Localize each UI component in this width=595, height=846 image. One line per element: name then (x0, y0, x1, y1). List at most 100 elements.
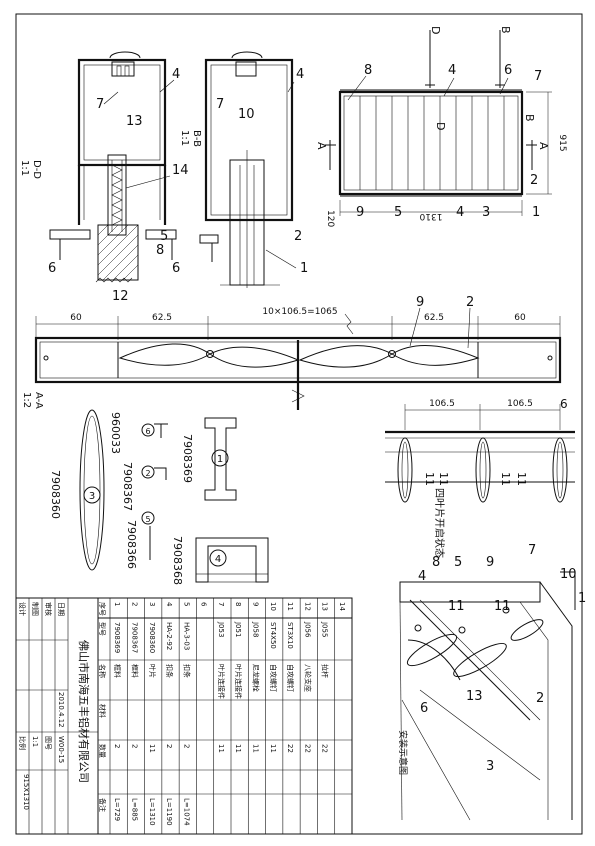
bom-cell-rem: L=1190 (165, 798, 173, 826)
bom-cell-n: 4 (165, 602, 173, 607)
bom-h-1: 型号 (98, 622, 107, 636)
bom-cell-code: J056 (303, 621, 311, 638)
tb-row-0-k: 设计 (18, 602, 27, 616)
dim-total: 10×106.5=1065 (262, 307, 337, 317)
dim-pitch-1: 106.5 (429, 399, 455, 409)
elevation-view: 1310 915 120 A A D D B B 8 4 6 7 2 1 9 5… (315, 26, 567, 227)
bom-cell-name: 自攻螺钉 (286, 664, 295, 692)
profile-details: 3 7908360 6 960033 2 7908367 5 7908366 1… (49, 409, 269, 585)
callout-4d: 4 (456, 205, 464, 220)
bom-cell-code: ST3X10 (286, 622, 294, 649)
svg-text:B: B (523, 114, 536, 122)
bom-cell-qty: 2 (182, 744, 190, 748)
profile-code-6: 960033 (109, 412, 122, 454)
callout-3a: 3 (482, 205, 490, 220)
bom-cell-code: ST4X50 (269, 622, 277, 649)
profile-code-2: 7908367 (121, 462, 134, 511)
bom-h-0: 序号 (98, 602, 107, 616)
installation-isometric: 4 8 5 9 7 10 1 11 11 6 13 2 3 安装示意图 (397, 543, 586, 821)
bom-cell-code: J053 (217, 621, 225, 637)
callout-11f: 11 (494, 599, 511, 614)
callout-1a: 1 (300, 261, 308, 276)
callout-12: 12 (112, 289, 129, 304)
callout-7d: 7 (528, 543, 536, 558)
bom-cell-qty: 22 (303, 744, 311, 753)
tb-row-3-v: 2010.4.12 (57, 692, 65, 728)
section-b-scale: 1:1 (179, 130, 190, 146)
callout-7b: 7 (216, 97, 224, 112)
dim-120: 120 (325, 210, 335, 227)
callout-13: 13 (126, 114, 143, 129)
bom-cell-qty: 11 (148, 744, 156, 753)
svg-text:3: 3 (89, 491, 95, 502)
bom-cell-name: 框料 (113, 664, 122, 678)
bom-cell-n: 8 (234, 602, 242, 606)
bom-cell-n: 9 (251, 602, 259, 606)
bom-cell-name: 自攻螺钉 (269, 664, 278, 692)
tb-row-3-k: 日期 (57, 602, 65, 616)
svg-text:B: B (499, 26, 512, 34)
callout-4b: 4 (296, 67, 304, 82)
svg-text:2: 2 (145, 469, 150, 478)
callout-2a: 2 (294, 229, 302, 244)
section-d-scale: 1:1 (19, 160, 30, 176)
bom-cell-rem: L=885 (130, 798, 138, 821)
callout-2b: 2 (530, 173, 538, 188)
svg-text:D: D (429, 26, 442, 34)
bom-cell-n: 7 (217, 602, 225, 606)
callout-11d: 11 (515, 472, 528, 486)
bom-cell-name: 扣条 (165, 664, 174, 678)
bom-cell-name: 拉杆 (321, 664, 330, 678)
bom-cell-code: 7908360 (148, 622, 156, 653)
bom-cell-code: HA-2-92 (165, 622, 173, 650)
callout-5a: 5 (160, 229, 168, 244)
profile-code-5: 7908366 (125, 520, 138, 569)
callout-4e: 4 (418, 569, 426, 584)
profile-code-3: 7908360 (49, 470, 62, 519)
title-block-bom: 设计 制图 审核 日期 2010.4.12 比例 1:1 图号 W00-15 9… (15, 597, 353, 835)
bom-cell-n: 1 (113, 602, 121, 606)
tb-col-2: 图号 (44, 736, 52, 750)
svg-text:6: 6 (145, 427, 150, 436)
svg-text:A: A (315, 142, 328, 150)
tb-row-2-k: 审核 (44, 602, 53, 616)
profile-code-1: 7908369 (181, 434, 194, 483)
callout-8b: 8 (364, 63, 372, 78)
bom-cell-code: 7908369 (113, 622, 121, 653)
open-state-note: 四叶片开启状态 (433, 488, 446, 558)
tb-col-0: 比例 (18, 736, 27, 750)
tb-size: 915X1310 (22, 774, 30, 810)
bom-cell-name: 框料 (130, 664, 139, 678)
bom-cell-qty: 11 (251, 744, 259, 753)
bom-cell-code: J058 (251, 621, 259, 637)
frame-profile-1 (204, 417, 237, 501)
bom-cell-n: 6 (200, 602, 208, 607)
dim-60-left: 60 (70, 313, 82, 323)
callout-4a: 4 (172, 67, 180, 82)
callout-6b: 6 (48, 261, 56, 276)
bom-cell-qty: 11 (217, 744, 225, 753)
callout-8c: 8 (432, 555, 440, 570)
bom-cell-n: 5 (182, 602, 190, 606)
bom-cell-n: 2 (130, 602, 138, 606)
callout-11c: 11 (499, 472, 512, 486)
dim-625-right: 62.5 (424, 313, 444, 323)
dim-625-left: 62.5 (152, 313, 172, 323)
title-block: 设计 制图 审核 日期 2010.4.12 比例 1:1 图号 W00-15 9… (15, 598, 99, 834)
callout-11e: 11 (448, 599, 465, 614)
section-b-label: B-B (191, 130, 202, 147)
section-detail-view: 7 13 4 7 10 4 14 5 8 6 6 12 1 2 D-D 1:1 … (19, 51, 308, 304)
callout-6a: 6 (172, 261, 180, 276)
callout-10: 10 (238, 107, 255, 122)
callout-6c: 6 (504, 63, 512, 78)
callout-6d: 6 (560, 397, 568, 411)
bom-h-4: 数量 (98, 744, 107, 758)
dim-60-right: 60 (514, 313, 526, 323)
callout-5c: 5 (454, 555, 462, 570)
bom-cell-qty: 11 (269, 744, 277, 753)
bom-cell-n: 11 (286, 602, 294, 611)
callout-1b: 1 (532, 205, 540, 220)
dim-width: 1310 (419, 211, 442, 221)
